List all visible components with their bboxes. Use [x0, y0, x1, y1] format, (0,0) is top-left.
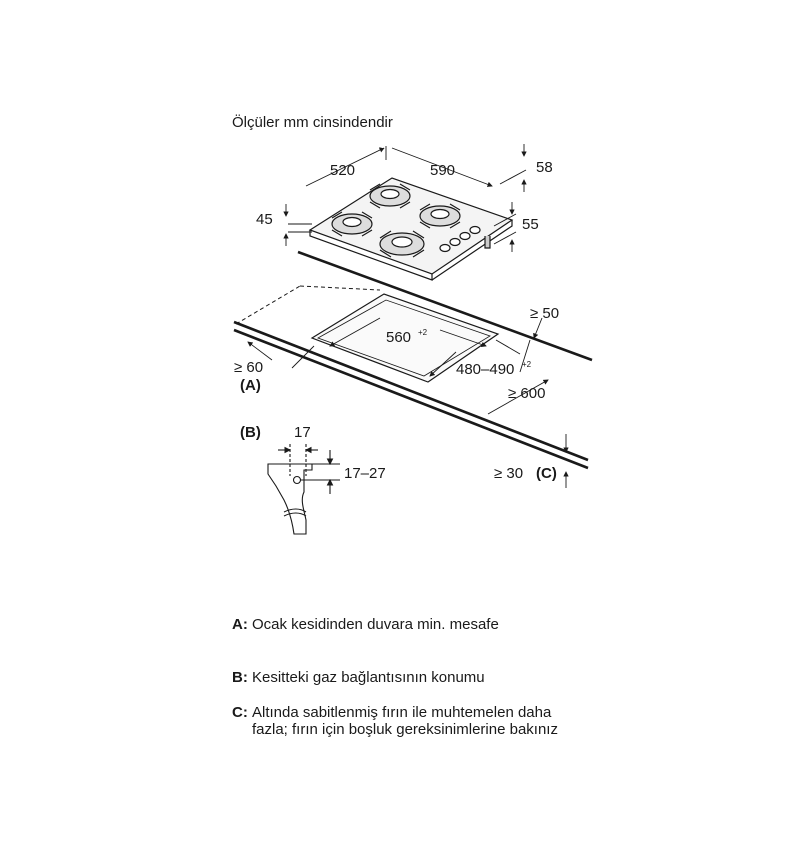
burner-back: [369, 183, 411, 209]
worktop-drawing: [233, 250, 593, 470]
dim-back-clearance: ≥ 50: [530, 305, 559, 322]
legend-text-c: Altında sabitlenmiş fırın ile muhtemelen…: [252, 704, 558, 738]
dim-cutout-width-tol: +2: [418, 328, 428, 337]
marker-c: (C): [536, 465, 557, 482]
legend-key-a: A:: [232, 616, 248, 633]
legend-text-a: Ocak kesidinden duvara min. mesafe: [252, 616, 499, 633]
burner-right: [419, 203, 461, 229]
legend-item-a: A:Ocak kesidinden duvara min. mesafe: [232, 616, 592, 633]
hob-dimension-lines: [283, 144, 527, 252]
dim-cutout-depth-tol: +2: [522, 360, 532, 369]
marker-a: (A): [240, 377, 261, 394]
dim-width: 590: [430, 162, 455, 179]
marker-b: (B): [240, 424, 261, 441]
dim-cutout-depth: 480–490: [456, 361, 514, 378]
dim-depth: 520: [330, 162, 355, 179]
dim-cutout-width: 560: [386, 329, 411, 346]
dim-height-left: 45: [256, 211, 273, 228]
legend-key-c: C:: [232, 704, 248, 721]
page-title: Ölçüler mm cinsindendir: [232, 114, 393, 131]
legend-key-b: B:: [232, 669, 248, 686]
legend-item-b: B:Kesitteki gaz bağlantısının konumu: [232, 669, 592, 686]
burner-left: [331, 211, 373, 237]
dim-side-clearance: ≥ 60: [234, 359, 263, 376]
hob-drawing: [308, 177, 514, 281]
gas-connection-detail: [267, 444, 340, 535]
worktop-dimension-lines: [247, 317, 569, 488]
dim-detail-width: 17: [294, 424, 311, 441]
control-knobs: [439, 225, 481, 253]
dim-front-clearance: ≥ 600: [508, 385, 545, 402]
burner-front: [379, 230, 425, 258]
dim-detail-height: 17–27: [344, 465, 386, 482]
legend-text-b: Kesitteki gaz bağlantısının konumu: [252, 669, 485, 686]
dim-below-clearance: ≥ 30: [494, 465, 523, 482]
dim-height-top: 58: [536, 159, 553, 176]
legend-item-c: C:Altında sabitlenmiş fırın ile muhtemel…: [232, 704, 592, 738]
dim-height-right: 55: [522, 216, 539, 233]
